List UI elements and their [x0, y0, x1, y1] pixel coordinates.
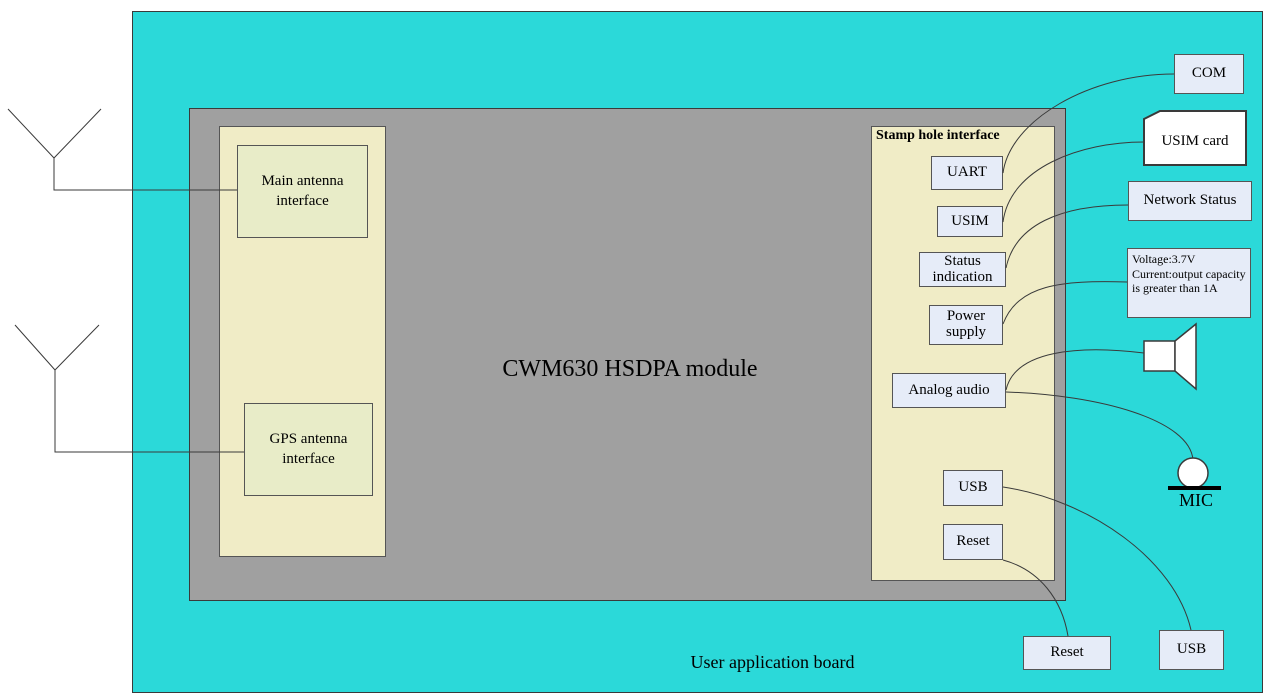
- reset-port: Reset: [943, 524, 1003, 560]
- status-indication-port: Status indication: [919, 252, 1006, 287]
- power-spec-box: Voltage:3.7V Current:output capacity is …: [1127, 248, 1251, 318]
- network-status-label: Network Status: [1143, 192, 1237, 209]
- speaker-icon: [1143, 322, 1197, 391]
- power-supply-port: Power supply: [929, 305, 1003, 345]
- com-connector: COM: [1174, 54, 1244, 94]
- status-indication-label: Status indication: [932, 252, 993, 285]
- com-label: COM: [1191, 65, 1227, 82]
- power-spec-label: Voltage:3.7V Current:output capacity is …: [1132, 252, 1246, 295]
- microphone-icon: [1168, 457, 1221, 490]
- uart-port: UART: [931, 156, 1003, 190]
- board-title: User application board: [690, 652, 855, 672]
- stamp-hole-title: Stamp hole interface: [876, 128, 1000, 143]
- main-antenna-interface: Main antenna interface: [237, 145, 368, 238]
- module-title: CWM630 HSDPA module: [502, 356, 758, 382]
- usim-card-label: USIM card: [1161, 133, 1229, 149]
- usim-port: USIM: [937, 206, 1003, 237]
- uart-label: UART: [947, 164, 987, 181]
- power-supply-label: Power supply: [945, 308, 986, 340]
- analog-audio-label: Analog audio: [908, 381, 990, 398]
- main-antenna-icon: [7, 108, 237, 191]
- gps-antenna-interface: GPS antenna interface: [244, 403, 373, 496]
- reset-port-label: Reset: [956, 533, 990, 550]
- reset-button-external: Reset: [1023, 636, 1111, 670]
- network-status-indicator: Network Status: [1128, 181, 1252, 221]
- gps-antenna-icon: [14, 324, 244, 453]
- usim-label: USIM: [951, 212, 989, 229]
- gps-antenna-label: GPS antenna interface: [269, 431, 348, 467]
- usb-port: USB: [943, 470, 1003, 506]
- mic-label: MIC: [1178, 490, 1213, 510]
- analog-audio-port: Analog audio: [892, 373, 1006, 408]
- usb-port-label: USB: [958, 479, 988, 496]
- reset-external-label: Reset: [1050, 644, 1084, 661]
- main-antenna-label: Main antenna interface: [261, 173, 344, 209]
- usb-connector-external: USB: [1159, 630, 1224, 670]
- usb-external-label: USB: [1176, 641, 1207, 658]
- usim-card-icon: USIM card: [1143, 110, 1247, 166]
